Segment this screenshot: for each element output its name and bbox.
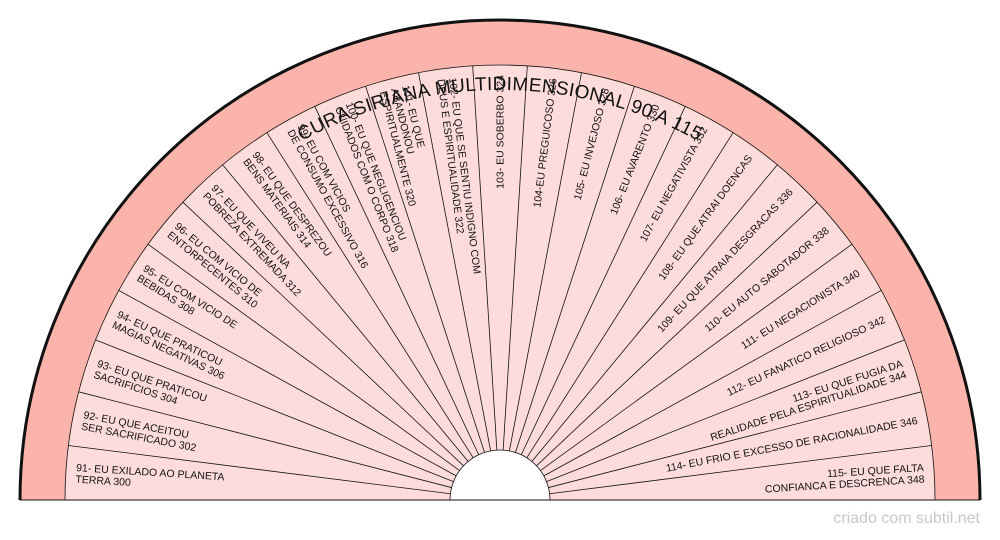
segment-divider (147, 243, 460, 471)
segment-divider (549, 445, 932, 495)
segment-divider (78, 391, 452, 488)
segment-divider (222, 164, 469, 462)
segment-divider (543, 290, 882, 477)
segment-divider (508, 72, 582, 451)
outer-border (18, 18, 982, 501)
segment-divider (472, 65, 498, 451)
segment-divider (68, 445, 451, 495)
segment-divider (515, 86, 635, 453)
segment-area (64, 64, 936, 501)
segment-divider (548, 391, 922, 488)
segment-divider (418, 72, 492, 451)
segment-divider (95, 339, 454, 482)
center-hub (449, 449, 551, 501)
segment-divider (540, 243, 853, 471)
segment-divider (365, 86, 485, 453)
credit-text: criado com subtil.net (833, 510, 980, 527)
segment-divider (266, 132, 474, 458)
segment-divider (118, 290, 457, 477)
segment-divider (182, 201, 464, 467)
segment-divider (502, 65, 528, 451)
segment-divider (536, 201, 818, 467)
segment-label: 103- EU SOBERBO 324 (495, 75, 507, 189)
segment-divider (526, 132, 734, 458)
segment-divider (531, 164, 778, 462)
segment-divider (546, 339, 905, 482)
segment-divider (314, 106, 480, 455)
segment-divider (520, 106, 686, 455)
